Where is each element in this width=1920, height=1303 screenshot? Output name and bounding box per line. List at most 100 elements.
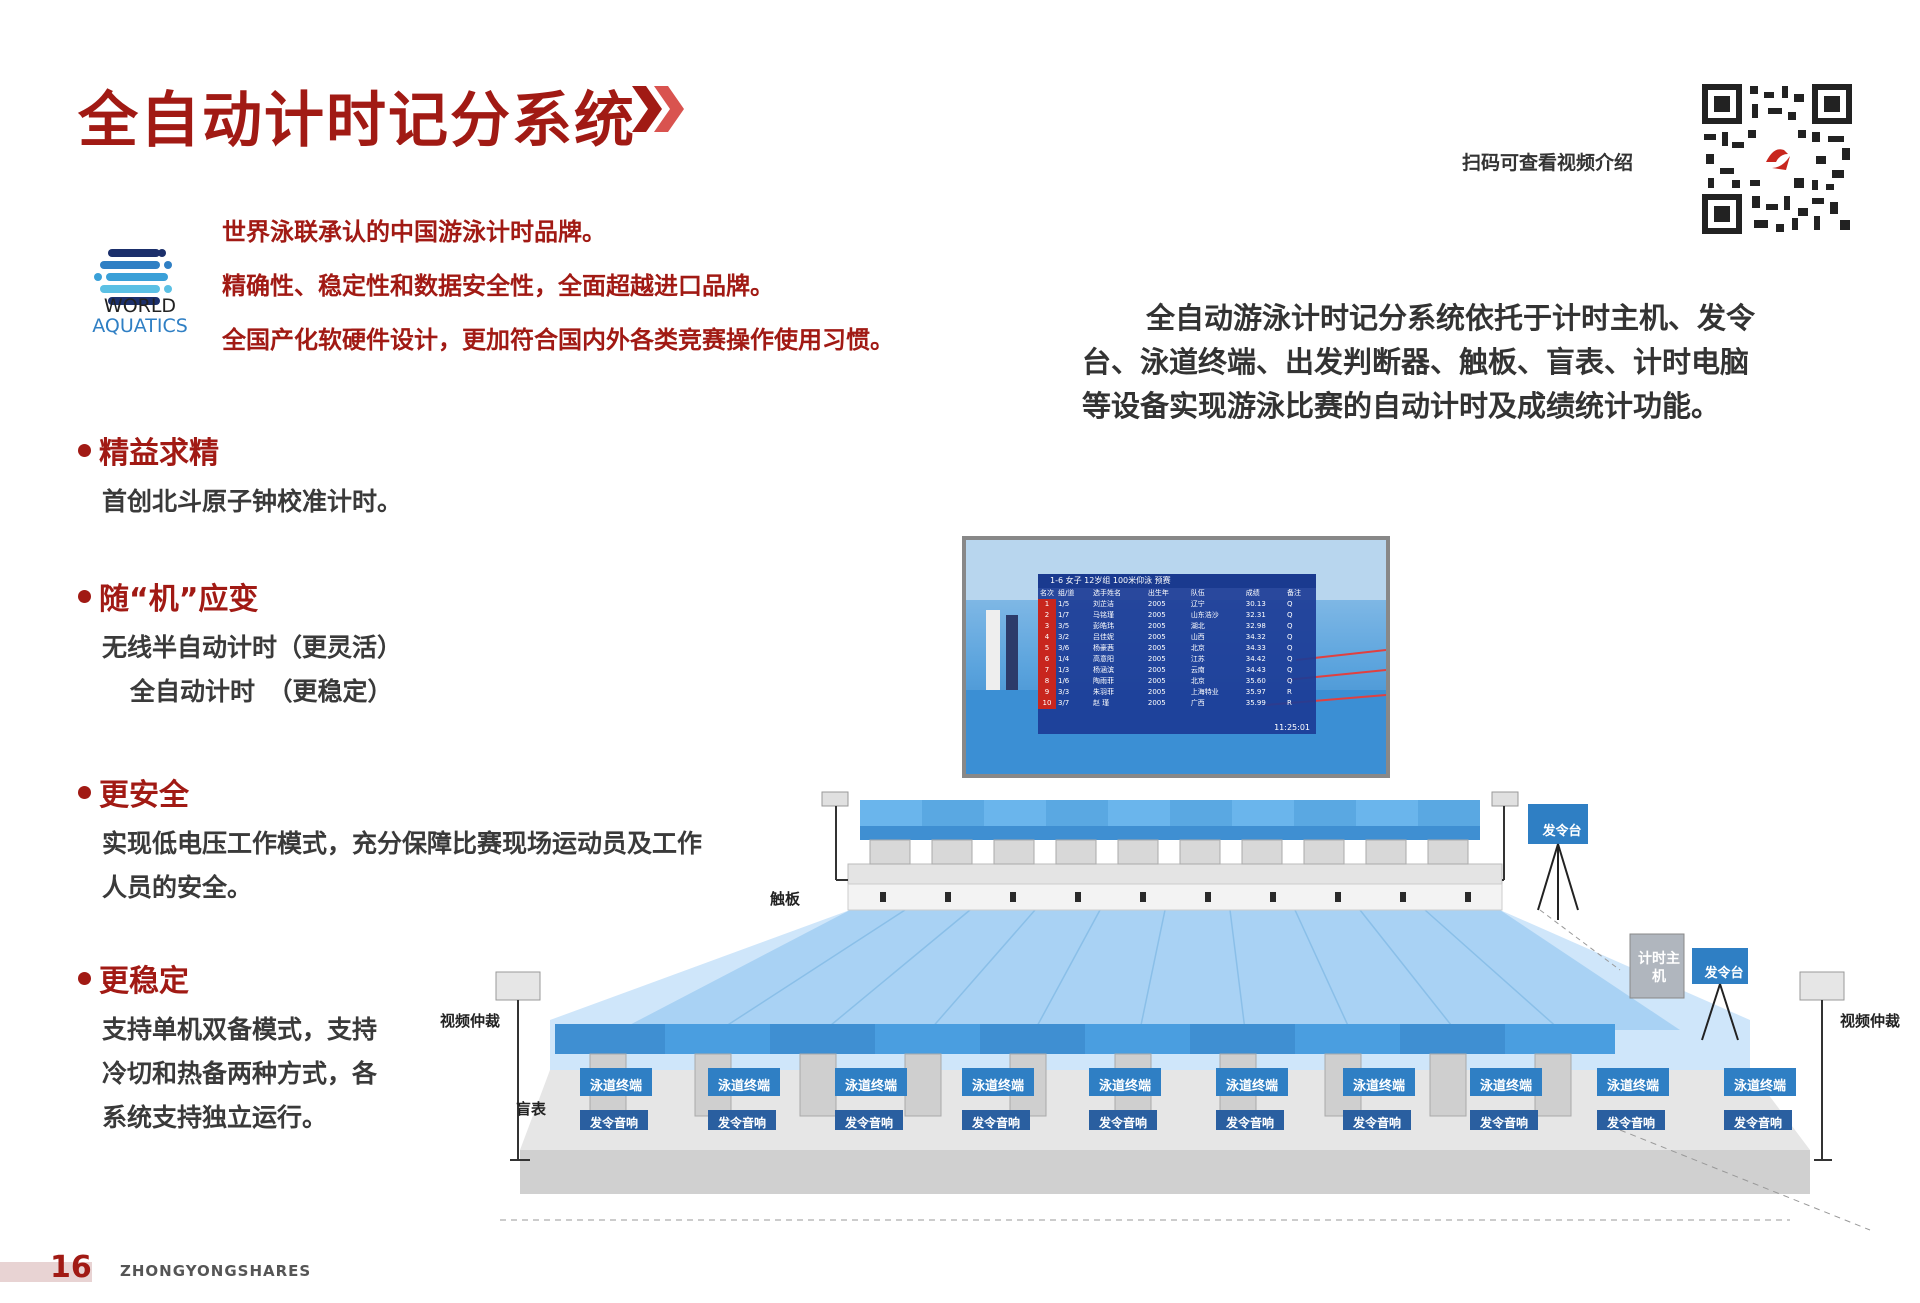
table-cell: 山东浩沙	[1190, 611, 1219, 619]
table-cell: 马铭瑾	[1092, 611, 1114, 619]
table-cell: 1	[1038, 599, 1056, 610]
table-cell: 6	[1038, 654, 1056, 665]
feature-line: 无线半自动计时（更灵活）	[102, 633, 403, 662]
qr-code[interactable]	[1702, 84, 1852, 234]
table-cell: 2005	[1147, 688, 1166, 696]
table-header: 名次 组/道 选手姓名 出生年 队伍 成绩 备注	[1038, 588, 1316, 599]
table-cell: 2005	[1147, 655, 1166, 663]
feature-line: 人员的安全。	[102, 873, 253, 902]
slogan-2: 精确性、稳定性和数据安全性，全面超越进口品牌。	[222, 272, 774, 300]
table-cell: 2005	[1147, 666, 1166, 674]
feature-line: 冷切和热备两种方式，各	[102, 1059, 378, 1088]
table-cell: 1/5	[1058, 600, 1070, 608]
label-video-referee-left: 视频仲裁	[440, 1012, 501, 1030]
lane-terminal-label: 泳道终端	[971, 1079, 1024, 1094]
table-cell: 北京	[1190, 677, 1205, 685]
table-cell: 30.13	[1245, 600, 1266, 608]
table-cell: 7	[1038, 665, 1056, 676]
table-cell: 刘芷洁	[1092, 600, 1114, 608]
col-header: 出生年	[1147, 589, 1169, 597]
qr-caption: 扫码可查看视频介绍	[1462, 152, 1634, 174]
col-header: 备注	[1287, 589, 1302, 597]
table-cell: 杨涵滨	[1092, 666, 1114, 674]
table-cell: 广西	[1190, 699, 1205, 707]
table-cell: 2005	[1147, 600, 1166, 608]
table-cell: 1/6	[1058, 677, 1070, 685]
world-aquatics-logo	[94, 249, 172, 305]
logo-text-aquatics: AQUATICS	[92, 315, 188, 337]
label-start-platform-2: 发令台	[1704, 966, 1744, 981]
bullet-icon	[78, 589, 91, 603]
lane-terminal-label: 泳道终端	[1352, 1079, 1405, 1094]
feature-line: 全自动计时 （更稳定）	[130, 677, 393, 706]
table-cell: 辽宁	[1190, 600, 1205, 608]
label-video-referee-right: 视频仲裁	[1840, 1012, 1901, 1030]
table-cell: 杨豪茜	[1092, 644, 1114, 652]
table-cell: 32.31	[1245, 611, 1266, 619]
bullet-icon	[78, 443, 91, 457]
feature-title-2: 随“机”应变	[78, 574, 258, 618]
label-timing-host: 计时主机	[1638, 951, 1680, 985]
lane-terminal-label: 泳道终端	[1606, 1079, 1659, 1094]
lane-terminal-label: 泳道终端	[589, 1079, 642, 1094]
feature-title-text: 精益求精	[99, 436, 219, 471]
table-cell: 4	[1038, 632, 1056, 643]
table-cell: 3	[1038, 621, 1056, 632]
scoreboard-screen: 1-6 女子 12岁组 100米仰泳 预赛 名次 组/道 选手姓名 出生年 队伍…	[962, 536, 1390, 778]
feature-title-1: 精益求精	[78, 428, 219, 472]
table-cell: Q	[1287, 644, 1293, 652]
table-cell: 32.98	[1245, 622, 1266, 630]
table-cell: 3/3	[1058, 688, 1070, 696]
pool-diagram	[495, 791, 1871, 1231]
system-description: 全自动游泳计时记分系统依托于计时主机、发令台、泳道终端、出发判断器、触板、盲表、…	[1082, 296, 1772, 428]
table-cell: 2005	[1147, 699, 1166, 707]
bullet-icon	[78, 785, 91, 799]
results-heading: 1-6 女子 12岁组 100米仰泳 预赛	[1038, 574, 1316, 588]
table-cell: 10	[1038, 698, 1056, 709]
table-cell: 彭皓玮	[1092, 622, 1114, 630]
lane-terminal-label: 泳道终端	[1479, 1079, 1532, 1094]
table-cell: 2005	[1147, 677, 1166, 685]
feature-line: 实现低电压工作模式，充分保障比赛现场运动员及工作	[102, 829, 703, 858]
feature-title-text: 随“机”应变	[99, 582, 259, 617]
label-start-platform-1: 发令台	[1542, 824, 1582, 839]
start-speaker-label: 发令音响	[717, 1116, 766, 1130]
col-header: 选手姓名	[1092, 589, 1121, 597]
lane-terminal-label: 泳道终端	[1733, 1079, 1786, 1094]
table-cell: Q	[1287, 600, 1293, 608]
table-cell: 赵 瑾	[1092, 699, 1110, 707]
feature-line: 支持单机双备模式，支持	[102, 1015, 378, 1044]
table-cell: 2005	[1147, 633, 1166, 641]
feature-title-3: 更安全	[78, 770, 189, 814]
table-cell: 3/6	[1058, 644, 1070, 652]
start-speaker-label: 发令音响	[1352, 1116, 1401, 1130]
col-header: 名次	[1040, 589, 1054, 597]
table-cell: 2005	[1147, 611, 1166, 619]
logo-text-world: WORLD	[103, 295, 177, 317]
lane-terminal-label: 泳道终端	[1098, 1079, 1151, 1094]
start-speaker-label: 发令音响	[971, 1116, 1020, 1130]
table-cell: Q	[1287, 655, 1293, 663]
double-chevron-icon	[632, 86, 684, 132]
table-cell: 北京	[1190, 644, 1205, 652]
table-cell: Q	[1287, 611, 1293, 619]
page-number: 16	[50, 1250, 92, 1285]
table-cell: 朱羽菲	[1092, 688, 1114, 696]
footer-bar	[0, 1262, 92, 1282]
table-cell: 2	[1038, 610, 1056, 621]
label-touchpad: 触板	[770, 890, 801, 908]
table-cell: 湖北	[1190, 622, 1205, 630]
table-cell: 35.99	[1245, 699, 1266, 707]
screen-image: 1-6 女子 12岁组 100米仰泳 预赛 名次 组/道 选手姓名 出生年 队伍…	[966, 540, 1386, 774]
start-speaker-label: 发令音响	[1225, 1116, 1274, 1130]
lane-terminal-label: 泳道终端	[1225, 1079, 1278, 1094]
feature-title-text: 更稳定	[99, 964, 189, 999]
